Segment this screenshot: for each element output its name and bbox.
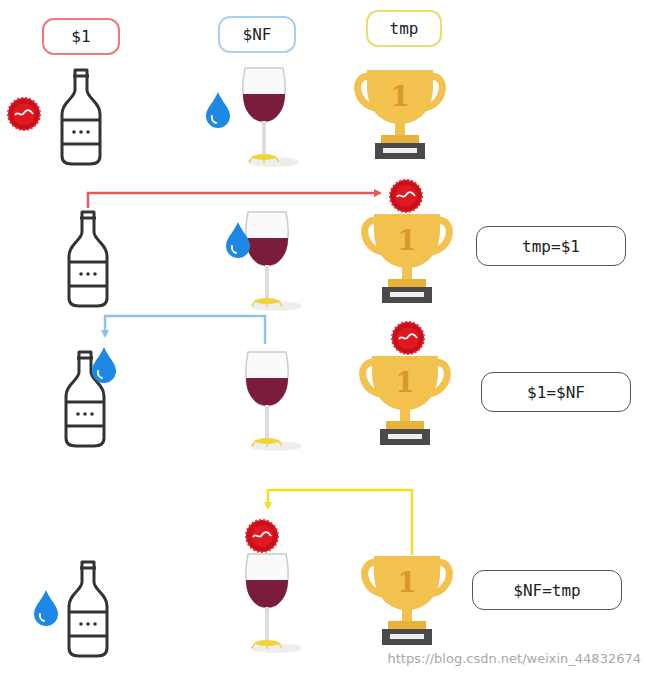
node-text: tmp <box>390 19 419 38</box>
trophy-number: 1 <box>390 80 409 113</box>
trophy-number: 1 <box>397 566 416 599</box>
step-label: $1=$NF <box>481 372 631 412</box>
step-label: tmp=$1 <box>476 226 626 266</box>
node-text: $1 <box>71 27 90 46</box>
trophy-number: 1 <box>395 366 414 399</box>
trophy-number: 1 <box>397 224 416 257</box>
node-text: $NF <box>243 25 272 44</box>
step-label: $NF=tmp <box>472 570 622 610</box>
watermark: https://blog.csdn.net/weixin_44832674 <box>387 651 641 666</box>
node-text: $NF=tmp <box>513 581 580 600</box>
variable-tag: tmp <box>366 10 442 47</box>
node-text: tmp=$1 <box>522 237 580 256</box>
node-text: $1=$NF <box>527 383 585 402</box>
variable-tag: $NF <box>218 16 296 53</box>
variable-tag: $1 <box>42 18 120 55</box>
